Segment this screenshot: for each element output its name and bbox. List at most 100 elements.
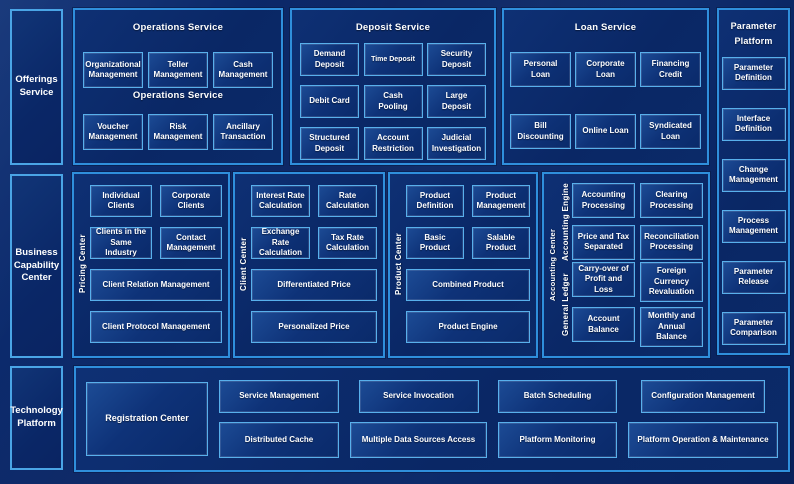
deposit-service-title: Deposit Service (355, 22, 431, 33)
rail-offerings-service: Offerings Service (10, 9, 63, 165)
loan-service-title: Loan Service (574, 22, 637, 33)
node-corporate-clients: Corporate Clients (160, 185, 222, 217)
panel-operations-service: Operations Service Organizational Manage… (73, 8, 283, 165)
panel-product-center: Product Center Product Definition Produc… (388, 172, 538, 358)
node-personalized-price: Personalized Price (251, 311, 377, 343)
product-row-2: Basic Product Salable Product (406, 227, 530, 259)
pricing-row-1: Individual Clients Corporate Clients (90, 185, 222, 217)
node-cash-pooling: Cash Pooling (363, 85, 423, 118)
node-parameter-definition: Parameter Definition (721, 56, 786, 90)
node-personal-loan: Personal Loan (510, 52, 571, 87)
node-voucher-management: Voucher Management (83, 114, 143, 150)
panel-technology-platform: Registration Center Service Management D… (74, 366, 790, 472)
rail-technology-platform: Technology Platform (10, 366, 63, 470)
node-demand-deposit: Demand Deposit (300, 43, 359, 76)
node-service-management: Service Management (219, 380, 339, 413)
panel-deposit-service: Deposit Service Demand Deposit Time Depo… (290, 8, 496, 165)
node-process-management: Process Management (721, 209, 786, 243)
node-parameter-comparison: Parameter Comparison (721, 311, 786, 345)
rail-business-capability-center: Business Capability Center (10, 174, 63, 358)
node-account-restriction: Account Restriction (363, 127, 423, 160)
client-row-1: Interest Rate Calculation Rate Calculati… (251, 185, 377, 217)
panel-client-center: Client Center Interest Rate Calculation … (233, 172, 385, 358)
loan-row-1: Personal Loan Corporate Loan Financing C… (504, 52, 707, 87)
node-financing-credit: Financing Credit (640, 52, 701, 87)
node-accounting-processing: Accounting Processing (572, 183, 635, 218)
node-organizational-management: Organizational Management (83, 52, 143, 88)
node-service-invocation: Service Invocation (358, 380, 479, 413)
node-cash-management: Cash Management (213, 52, 273, 88)
node-differentiated-price: Differentiated Price (251, 269, 377, 301)
node-judicial-investigation: Judicial Investigation (427, 127, 486, 160)
node-platform-monitoring: Platform Monitoring (498, 422, 617, 458)
node-client-protocol-management: Client Protocol Management (90, 311, 222, 343)
deposit-row-3: Structured Deposit Account Restriction J… (292, 127, 494, 160)
accounting-engine-grid: Accounting Processing Clearing Processin… (572, 183, 703, 261)
node-online-loan: Online Loan (575, 114, 636, 149)
node-multiple-data-sources-access: Multiple Data Sources Access (350, 422, 487, 458)
node-configuration-management: Configuration Management (641, 380, 765, 413)
node-batch-scheduling: Batch Scheduling (498, 380, 617, 413)
panel-pricing-center: Pricing Center Individual Clients Corpor… (72, 172, 230, 358)
node-contact-management: Contact Management (160, 227, 222, 259)
technology-col-3: Batch Scheduling Platform Monitoring (498, 380, 617, 458)
node-corporate-loan: Corporate Loan (575, 52, 636, 87)
client-center-content: Interest Rate Calculation Rate Calculati… (251, 185, 377, 343)
panel-parameter-platform: Parameter Platform Parameter Definition … (717, 8, 790, 355)
node-price-and-tax-separated: Price and Tax Separated (572, 224, 635, 260)
node-security-deposit: Security Deposit (427, 43, 486, 76)
parameter-platform-title: Parameter Platform (730, 21, 777, 47)
node-tax-rate-calculation: Tax Rate Calculation (318, 227, 377, 259)
node-product-definition: Product Definition (406, 185, 464, 217)
product-row-1: Product Definition Product Management (406, 185, 530, 217)
operations-row-2: Voucher Management Risk Management Ancil… (75, 114, 281, 150)
pricing-row-2: Clients in the Same Industry Contact Man… (90, 227, 222, 259)
node-exchange-rate-calculation: Exchange Rate Calculation (251, 227, 310, 259)
node-bill-discounting: Bill Discounting (510, 114, 571, 149)
node-registration-center: Registration Center (86, 382, 208, 456)
product-center-label: Product Center (394, 233, 403, 295)
technology-platform-content: Registration Center Service Management D… (76, 368, 788, 470)
node-large-deposit: Large Deposit (427, 85, 486, 118)
node-ancillary-transaction: Ancillary Transaction (213, 114, 273, 150)
product-center-content: Product Definition Product Management Ba… (406, 185, 530, 343)
node-teller-management: Teller Management (148, 52, 208, 88)
node-structured-deposit: Structured Deposit (300, 127, 359, 160)
node-reconciliation-processing: Reconciliation Processing (640, 224, 703, 260)
deposit-row-2: Debit Card Cash Pooling Large Deposit (292, 85, 494, 118)
node-change-management: Change Management (721, 158, 786, 192)
deposit-row-1: Demand Deposit Time Deposit Security Dep… (292, 43, 494, 76)
node-syndicated-loan: Syndicated Loan (640, 114, 701, 149)
operations-service-subtitle: Operations Service (132, 90, 224, 101)
panel-accounting-center: Accounting Center Accounting Engine Acco… (542, 172, 710, 358)
node-account-balance: Account Balance (572, 307, 635, 342)
operations-row-1: Organizational Management Teller Managem… (75, 52, 281, 88)
node-individual-clients: Individual Clients (90, 185, 152, 217)
pricing-center-content: Individual Clients Corporate Clients Cli… (90, 185, 222, 343)
accounting-engine-label: Accounting Engine (561, 183, 570, 261)
node-client-relation-management: Client Relation Management (90, 269, 222, 301)
node-salable-product: Salable Product (472, 227, 530, 259)
node-carry-over-of-profit-and-loss: Carry-over of Profit and Loss (572, 262, 635, 297)
accounting-engine-group: Accounting Engine Accounting Processing … (559, 183, 703, 261)
operations-service-title: Operations Service (132, 22, 224, 33)
pricing-center-label: Pricing Center (78, 234, 87, 294)
client-row-2: Exchange Rate Calculation Tax Rate Calcu… (251, 227, 377, 259)
general-ledger-label: General Ledger (561, 273, 570, 336)
node-clearing-processing: Clearing Processing (640, 183, 703, 218)
accounting-center-label: Accounting Center (548, 228, 557, 302)
technology-col-1: Service Management Distributed Cache (219, 380, 339, 458)
node-clients-in-the-same-industry: Clients in the Same Industry (90, 227, 152, 259)
panel-loan-service: Loan Service Personal Loan Corporate Loa… (502, 8, 709, 165)
loan-row-2: Bill Discounting Online Loan Syndicated … (504, 114, 707, 149)
node-distributed-cache: Distributed Cache (219, 422, 339, 458)
client-center-label: Client Center (239, 237, 248, 291)
node-time-deposit: Time Deposit (363, 43, 423, 76)
node-product-management: Product Management (472, 185, 530, 217)
general-ledger-group: General Ledger Carry-over of Profit and … (559, 262, 703, 347)
node-monthly-and-annual-balance: Monthly and Annual Balance (640, 307, 703, 347)
node-interest-rate-calculation: Interest Rate Calculation (251, 185, 310, 217)
node-debit-card: Debit Card (300, 85, 359, 118)
general-ledger-grid: Carry-over of Profit and Loss Foreign Cu… (572, 262, 703, 347)
